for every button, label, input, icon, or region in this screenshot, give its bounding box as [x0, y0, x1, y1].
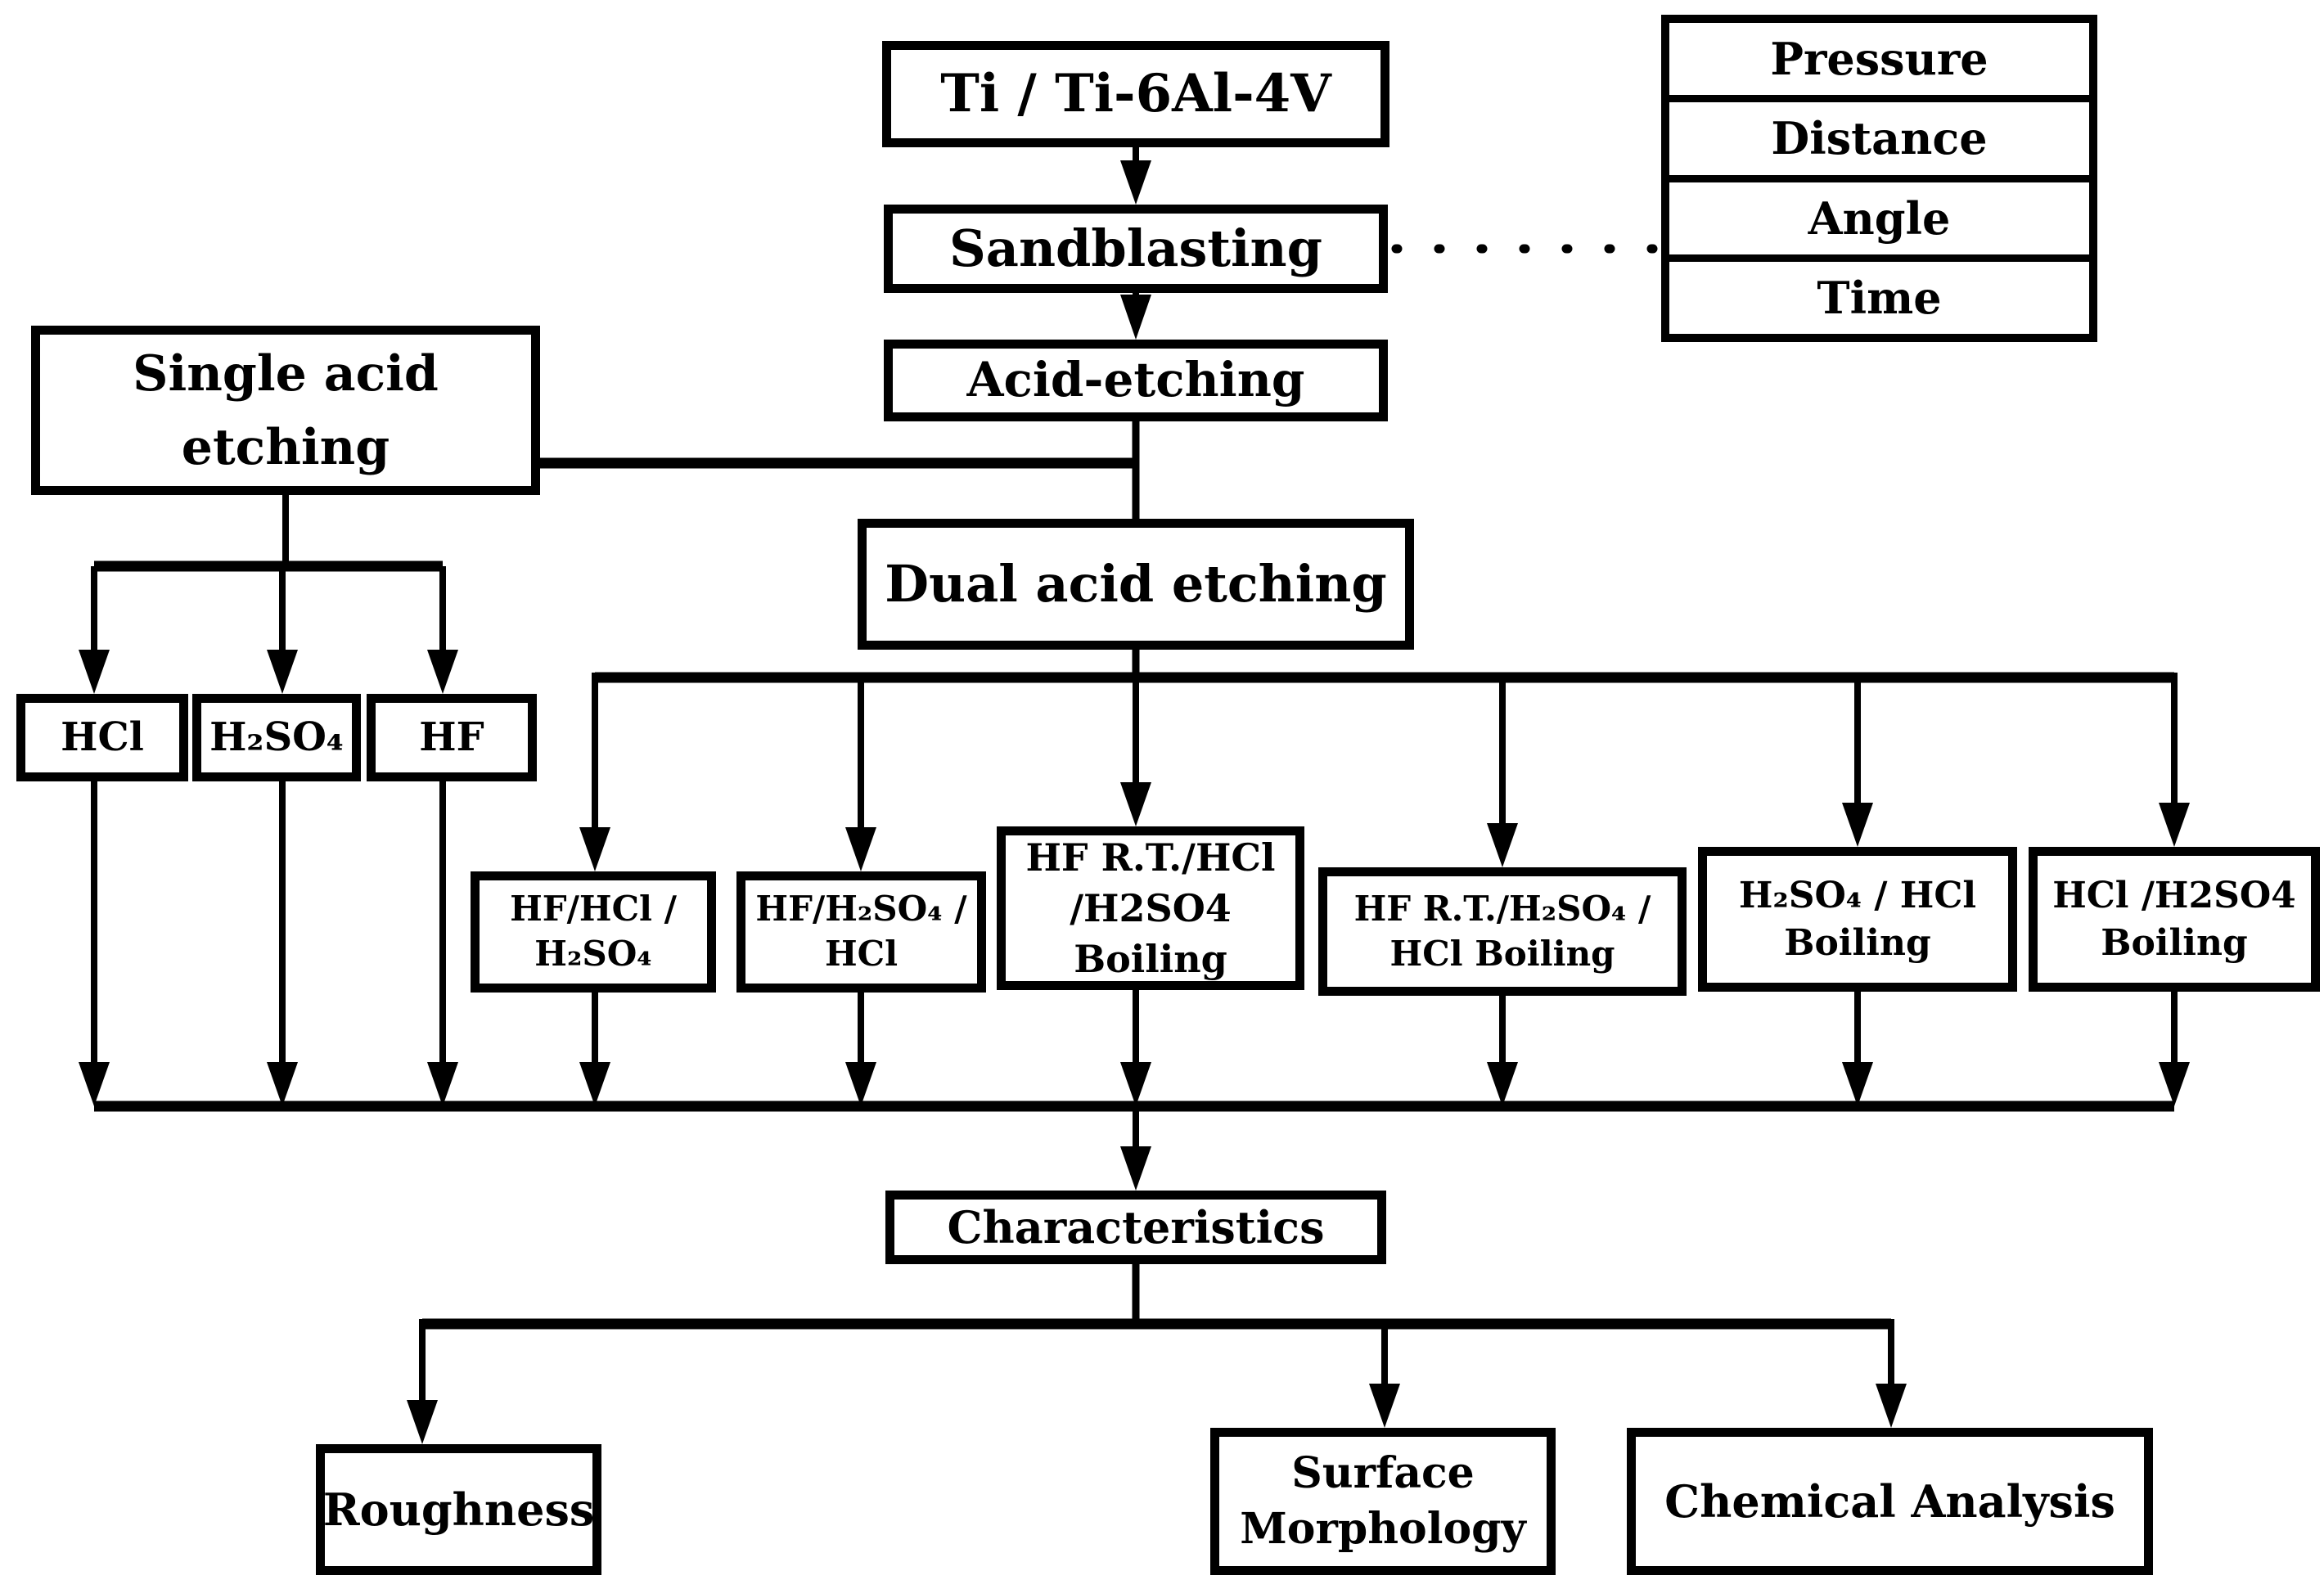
node-dual-hf-h2so4-hcl: HF/H₂SO₄ / HCl [736, 871, 986, 993]
parameter-distance: Distance [1669, 95, 2089, 174]
node-acid-etching: Acid-etching [884, 340, 1388, 421]
edge-collector-characteristics [1120, 1106, 1151, 1191]
node-h2so4: H₂SO₄ [192, 694, 361, 781]
node-dual-acid-etching: Dual acid etching [858, 519, 1414, 650]
parameter-angle: Angle [1669, 174, 2089, 254]
node-dual-hcl-h2so4-boiling: HCl /H2SO4 Boiling [2029, 847, 2320, 992]
node-chemical-analysis: Chemical Analysis [1627, 1428, 2153, 1575]
node-hf: HF [367, 694, 537, 781]
sandblasting-parameters-table: Pressure Distance Angle Time [1661, 15, 2097, 342]
edge-singleacid-splitter [79, 495, 458, 694]
edge-material-sandblasting [1120, 147, 1151, 205]
edge-sandblasting-acidetching [1120, 293, 1151, 340]
parameter-pressure: Pressure [1770, 33, 1988, 86]
node-characteristics: Characteristics [885, 1191, 1386, 1264]
node-dual-hfrt-h2so4-hcl-boiling: HF R.T./H₂SO₄ / HCl Boiling [1318, 867, 1687, 996]
node-hcl: HCl [16, 694, 188, 781]
node-dual-hfrt-hcl-h2so4-boiling: HF R.T./HCl /H2SO4 Boiling [997, 826, 1304, 990]
node-sandblasting: Sandblasting [884, 205, 1388, 293]
node-roughness: Roughness [316, 1444, 601, 1575]
node-dual-h2so4-hcl-boiling: H₂SO₄ / HCl Boiling [1698, 847, 2017, 992]
edge-dualacid-distribution [579, 650, 2190, 871]
node-single-acid-etching: Single acid etching [31, 326, 540, 495]
node-material: Ti / Ti-6Al-4V [882, 41, 1389, 147]
edge-characteristics-outputs [407, 1264, 1907, 1444]
parameter-time: Time [1669, 254, 2089, 334]
node-dual-hf-hcl-h2so4: HF/HCl / H₂SO₄ [471, 871, 716, 993]
node-surface-morphology: Surface Morphology [1210, 1428, 1556, 1575]
